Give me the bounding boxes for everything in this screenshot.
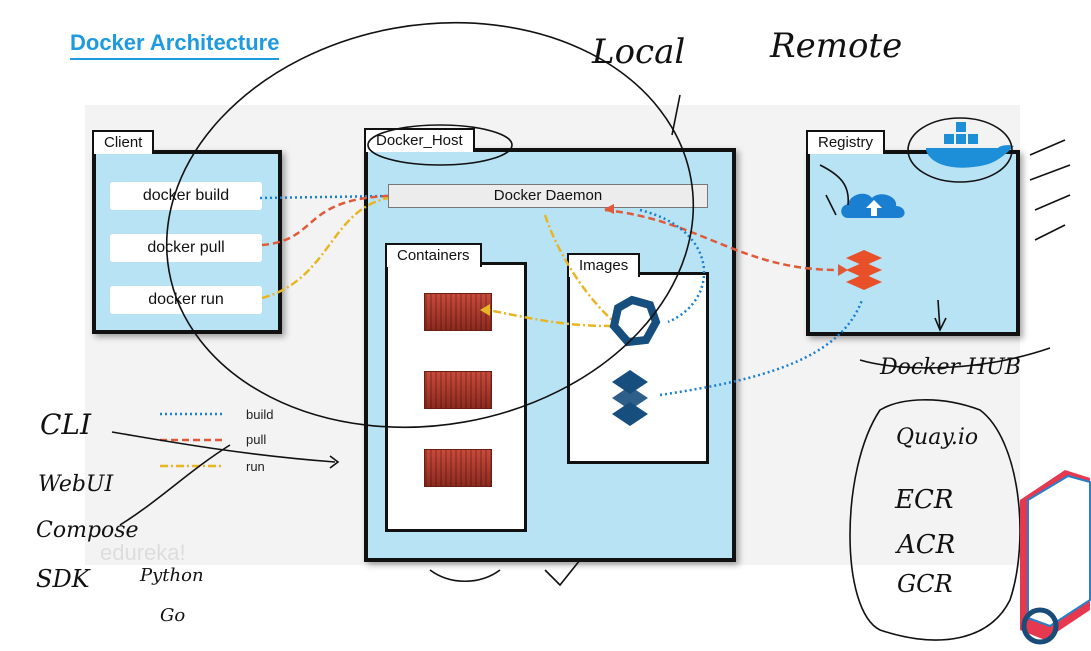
page-title: Docker Architecture [70, 30, 280, 60]
containers-label: Containers [385, 243, 482, 267]
handwritten-quay: Quay.io [896, 425, 979, 450]
docker-daemon: Docker Daemon [388, 184, 708, 208]
handwritten-remote: Remote [770, 26, 903, 66]
handwritten-gcr: GCR [897, 570, 953, 598]
handwritten-annotations [111, 21, 1071, 641]
handwritten-cli: CLI [40, 408, 92, 441]
docker-whale-icon [926, 122, 1014, 168]
pull-arrowhead-daemon [604, 204, 614, 214]
handwritten-local: Local [592, 32, 686, 72]
handwritten-webui: WebUI [38, 472, 114, 497]
hexagon-image-icon [609, 295, 661, 347]
pull-arrow-registry [604, 208, 839, 272]
docker-build-command: docker build [110, 182, 262, 210]
container-icon [424, 293, 492, 331]
pull-arrow-client [261, 194, 389, 247]
handwritten-acr: ACR [897, 530, 956, 560]
build-arrow-client [259, 194, 389, 200]
images-label: Images [567, 253, 641, 277]
legend-run-label: run [246, 459, 265, 474]
logo-icon [1020, 470, 1091, 645]
run-arrow-daemon [543, 214, 613, 321]
legend-pull-label: pull [246, 432, 267, 447]
legend-build-label: build [246, 407, 274, 422]
handwritten-sdk: SDK [36, 565, 90, 593]
handwritten-python: Python [140, 565, 204, 586]
pull-arrowhead [838, 264, 848, 276]
handwritten-docker-hub: Docker HUB [880, 355, 1021, 380]
handwritten-ecr: ECR [895, 485, 954, 515]
client-panel: Client docker build docker pull docker r… [92, 130, 282, 334]
container-icon [424, 371, 492, 409]
registry-stack-icon [846, 250, 882, 290]
docker-host-label: Docker_Host [364, 128, 475, 152]
run-arrow-container [487, 308, 613, 328]
images-box: Images [567, 253, 709, 464]
container-icon [424, 449, 492, 487]
stack-image-icon [612, 370, 648, 426]
client-label: Client [92, 130, 155, 154]
push-arrow-registry [659, 299, 864, 397]
build-arrow-images [639, 208, 706, 324]
watermark: edureka! [100, 540, 186, 565]
containers-box: Containers [385, 243, 527, 532]
run-arrowhead [480, 304, 490, 316]
registry-label: Registry [806, 130, 886, 154]
handwritten-compose: Compose [36, 518, 139, 543]
handwritten-go: Go [160, 605, 186, 626]
docker-run-command: docker run [110, 286, 262, 314]
run-arrow-client [261, 196, 389, 300]
